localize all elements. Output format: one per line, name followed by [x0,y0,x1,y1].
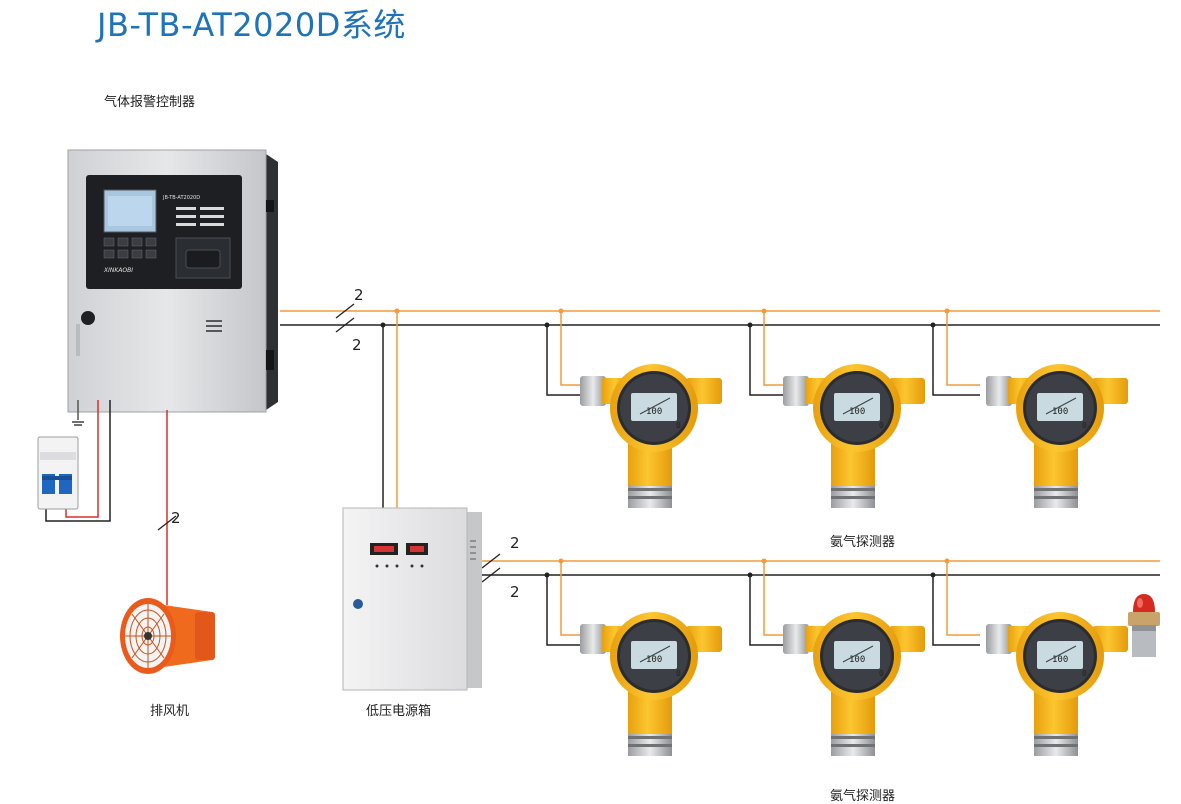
wire-count-bottom-orange: 2 [510,534,520,552]
detector-unit: 0 [879,669,884,678]
ammonia-detector-2: 100 0 [782,363,926,509]
detector-unit: 0 [879,421,884,430]
alarm-beacon [1128,594,1160,657]
detector-reading: 100 [849,407,865,417]
detector-unit: 0 [1082,421,1087,430]
ammonia-detector-6: 100 0 [985,611,1129,757]
ammonia-detector-4: 100 0 [579,611,723,757]
fan-label: 排风机 [150,704,190,719]
detector-reading: 100 [1052,407,1068,417]
detector-unit: 0 [1082,669,1087,678]
wire-count-top-black: 2 [352,336,362,354]
wire-count-fan: 2 [171,509,181,527]
detector-unit: 0 [676,669,681,678]
wire-count-bottom-black: 2 [510,583,520,601]
ammonia-detector-1: 100 0 [579,363,723,509]
controller-model-text: JB-TB-AT2020D [162,195,200,201]
detectors-top-label: 氨气探测器 [830,535,896,550]
wire-count-top-orange: 2 [354,286,364,304]
ammonia-detector-5: 100 0 [782,611,926,757]
gas-alarm-controller: JB-TB-AT2020D XINKAOBI [67,149,278,413]
circuit-breaker [37,436,79,510]
controller-label: 气体报警控制器 [104,95,196,110]
page-title: JB-TB-AT2020D系统 [97,6,406,44]
detector-reading: 100 [646,655,662,665]
low-voltage-power-box [342,507,482,691]
ammonia-detector-3: 100 0 [985,363,1129,509]
controller-brand-text: XINKAOBI [103,267,133,274]
detector-reading: 100 [646,407,662,417]
detector-reading: 100 [1052,655,1068,665]
detector-unit: 0 [676,421,681,430]
exhaust-fan [120,598,215,674]
power-box-label: 低压电源箱 [366,704,432,719]
detector-reading: 100 [849,655,865,665]
